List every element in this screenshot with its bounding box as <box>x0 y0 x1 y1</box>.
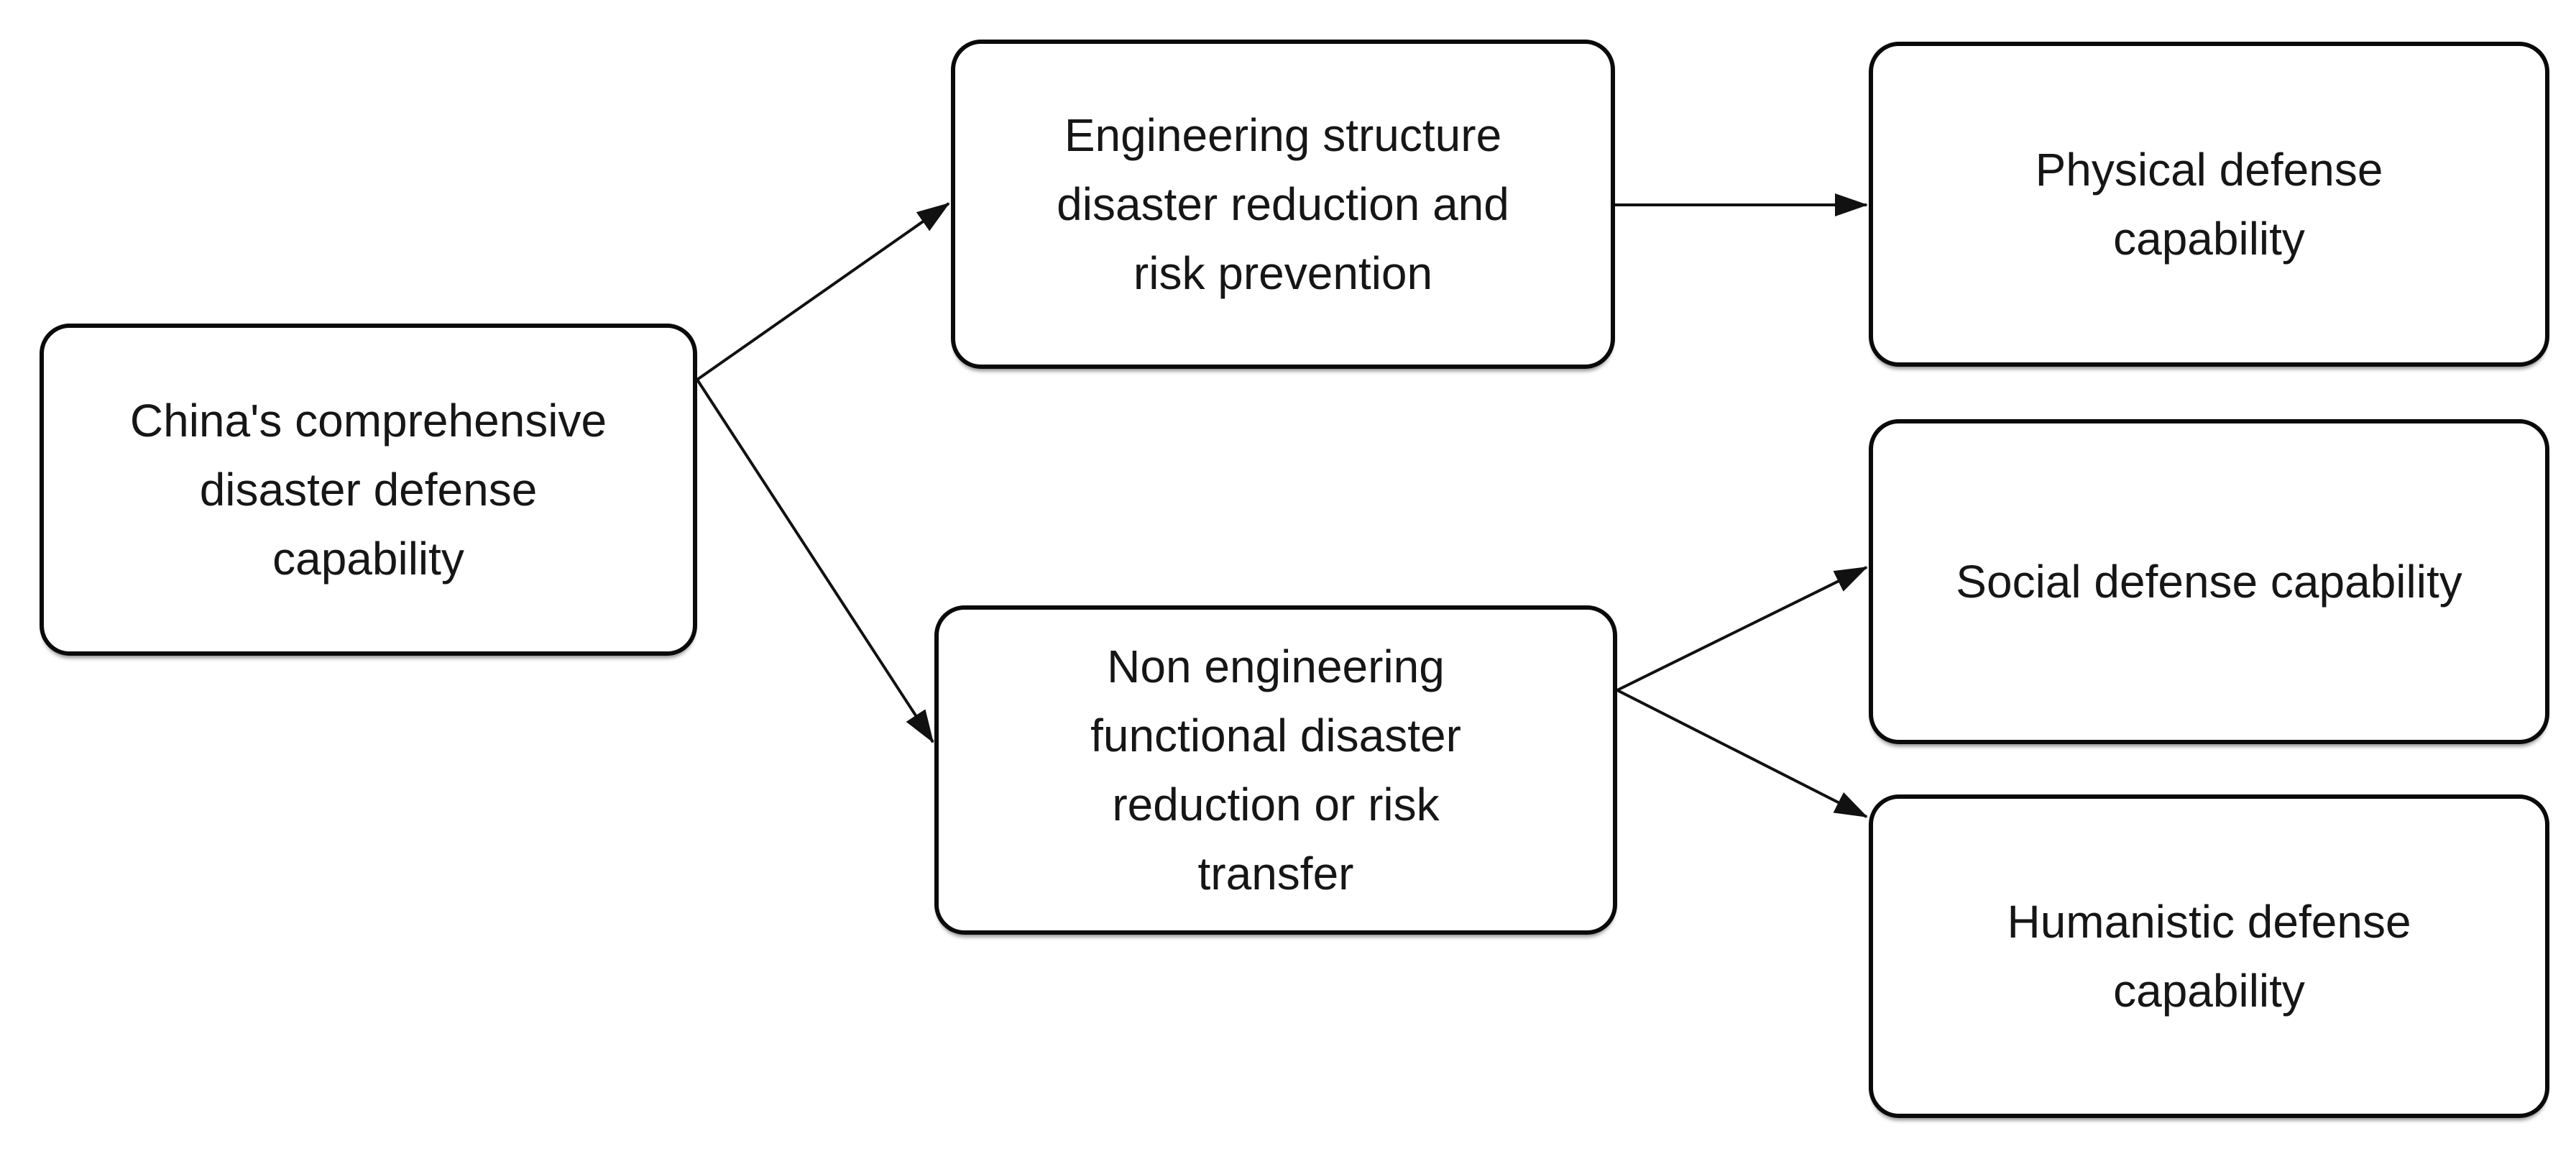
node-label: Social defense capability <box>1956 556 2462 608</box>
edge-non-engineering-social <box>1616 566 1868 692</box>
node-label: Humanistic defense capability <box>2007 896 2411 1017</box>
node-label: Engineering structure disaster reduction… <box>1057 109 1509 299</box>
edge-root-engineering <box>696 202 950 381</box>
node-label: Non engineering functional disaster redu… <box>1090 641 1461 899</box>
node-china-comprehensive-capability: China's comprehensive disaster defense c… <box>40 324 697 656</box>
edge-root-non-engineering <box>696 378 934 743</box>
node-physical-defense: Physical defense capability <box>1869 42 2549 367</box>
node-engineering-structure: Engineering structure disaster reduction… <box>951 40 1615 369</box>
edge-non-engineering-humanistic <box>1616 689 1868 818</box>
node-social-defense: Social defense capability <box>1869 419 2549 744</box>
node-humanistic-defense: Humanistic defense capability <box>1869 794 2549 1118</box>
node-non-engineering-functional: Non engineering functional disaster redu… <box>934 605 1617 935</box>
node-label: Physical defense capability <box>2035 144 2383 265</box>
node-label: China's comprehensive disaster defense c… <box>129 395 607 585</box>
